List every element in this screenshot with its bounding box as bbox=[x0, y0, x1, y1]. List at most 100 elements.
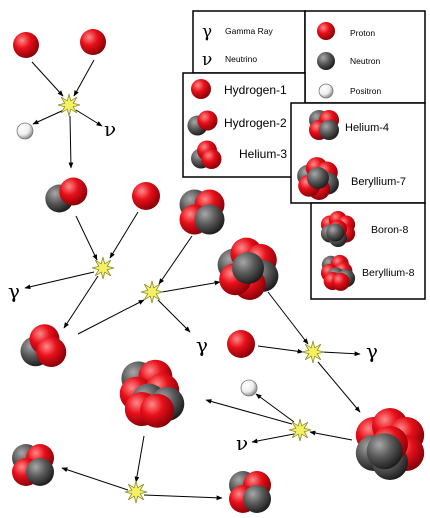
neutron bbox=[326, 223, 345, 242]
helium-4-nucleus bbox=[12, 444, 54, 486]
reaction-arrows bbox=[24, 59, 361, 501]
legend-symbols-box: γ Gamma Ray ν Neutrino bbox=[192, 10, 306, 74]
neutrino-emission-2: ν bbox=[236, 431, 248, 455]
legend: γ Gamma Ray ν Neutrino Proton Neutron Po… bbox=[182, 10, 426, 300]
boron-8-icon bbox=[320, 211, 356, 247]
gamma-symbol: γ bbox=[202, 22, 212, 42]
proton bbox=[331, 272, 350, 291]
neutron bbox=[232, 252, 264, 284]
arrow bbox=[158, 235, 193, 285]
legend-particles-box: Proton Neutron Positron bbox=[304, 10, 426, 104]
hydrogen-1-nucleus bbox=[191, 79, 211, 99]
hydrogen-1-nucleus bbox=[80, 29, 106, 55]
arrow bbox=[257, 345, 304, 354]
beryllium-8-nucleus bbox=[320, 254, 356, 291]
hydrogen-2-icon bbox=[187, 110, 218, 136]
emitted-particles: ν γ γ γ ν bbox=[8, 117, 378, 455]
beryllium-7-label: Beryllium-7 bbox=[351, 176, 406, 188]
arrow bbox=[251, 433, 295, 444]
proton bbox=[132, 182, 160, 210]
beryllium-8-label: Beryllium-8 bbox=[362, 267, 415, 279]
positron bbox=[240, 379, 258, 397]
arrow bbox=[68, 115, 74, 169]
neutron bbox=[317, 52, 335, 70]
neutron bbox=[307, 167, 329, 189]
proton bbox=[197, 110, 218, 131]
arrow bbox=[309, 430, 353, 441]
arrow bbox=[205, 399, 293, 425]
helium-3-nucleus bbox=[191, 140, 222, 169]
boron-8-nucleus bbox=[355, 408, 425, 480]
gamma-emission-3: γ bbox=[366, 339, 378, 363]
arrow bbox=[143, 494, 223, 501]
arrow bbox=[31, 61, 64, 97]
hydrogen-1-nucleus bbox=[13, 32, 39, 58]
proton-label: Proton bbox=[350, 28, 375, 38]
gamma-ray-label: Gamma Ray bbox=[225, 26, 273, 36]
beryllium-7-nucleus bbox=[297, 157, 339, 200]
beryllium-8-icon bbox=[320, 254, 356, 291]
gamma-emission-2: γ bbox=[196, 333, 208, 357]
reaction-flash bbox=[288, 418, 312, 442]
helium-3-nucleus bbox=[20, 324, 67, 367]
proton bbox=[36, 337, 67, 367]
legend-heaviest-nuclei-box: Boron-8 Beryllium-8 bbox=[310, 202, 426, 300]
proton bbox=[191, 79, 211, 99]
gamma-emission-1: γ bbox=[8, 279, 20, 303]
arrow bbox=[161, 280, 221, 293]
neutrino-label: Neutrino bbox=[225, 54, 257, 64]
arrow bbox=[109, 211, 139, 259]
boron-8-nucleus bbox=[320, 211, 356, 247]
positron-icon bbox=[318, 83, 334, 99]
reaction-flash bbox=[124, 480, 148, 504]
nuclei bbox=[12, 29, 425, 513]
arrow bbox=[134, 435, 145, 483]
hydrogen-2-nucleus bbox=[187, 110, 218, 136]
arrow bbox=[157, 299, 191, 333]
helium-4-nucleus bbox=[309, 110, 339, 140]
arrow bbox=[267, 291, 309, 345]
arrow bbox=[75, 215, 98, 261]
hydrogen-1-nucleus bbox=[132, 182, 160, 210]
hydrogen-2-nucleus bbox=[45, 177, 88, 213]
neutron-label: Neutron bbox=[350, 56, 381, 66]
reaction-flashes bbox=[57, 93, 325, 504]
positron-label: Positron bbox=[350, 86, 381, 96]
helium-4-nucleus bbox=[229, 471, 271, 513]
arrow bbox=[63, 275, 99, 329]
reaction-flash bbox=[140, 280, 164, 304]
proton bbox=[13, 32, 39, 58]
arrow bbox=[32, 109, 65, 125]
proton bbox=[317, 22, 335, 40]
hydrogen-2-label: Hydrogen-2 bbox=[224, 116, 287, 130]
hydrogen-1-icon bbox=[191, 79, 211, 99]
legend-light-nuclei-box: Hydrogen-1 Hydrogen-2 Helium-3 bbox=[182, 72, 306, 178]
reaction-flash bbox=[57, 93, 81, 117]
neutron bbox=[366, 433, 403, 470]
proton bbox=[140, 393, 175, 428]
positron bbox=[318, 83, 334, 99]
hydrogen-1-nucleus bbox=[227, 330, 255, 358]
neutrino-symbol: ν bbox=[202, 50, 212, 70]
neutron bbox=[243, 485, 271, 513]
arrow bbox=[24, 271, 95, 290]
arrow bbox=[61, 467, 129, 491]
arrow bbox=[77, 299, 145, 335]
proton bbox=[59, 177, 88, 206]
arrow bbox=[73, 59, 95, 97]
reaction-flash bbox=[91, 256, 115, 280]
neutron bbox=[26, 458, 54, 486]
helium-4-icon bbox=[309, 110, 339, 140]
reaction-flash bbox=[301, 340, 325, 364]
helium-3-label: Helium-3 bbox=[239, 147, 287, 161]
helium-3-icon bbox=[191, 140, 222, 169]
helium-4-label: Helium-4 bbox=[345, 122, 389, 134]
proton-icon bbox=[317, 22, 335, 40]
beryllium-8-nucleus bbox=[119, 359, 185, 428]
beryllium-7-icon bbox=[297, 157, 339, 200]
arrow bbox=[321, 351, 361, 357]
boron-8-label: Boron-8 bbox=[371, 224, 409, 236]
arrow bbox=[75, 109, 103, 127]
neutron bbox=[194, 204, 225, 235]
